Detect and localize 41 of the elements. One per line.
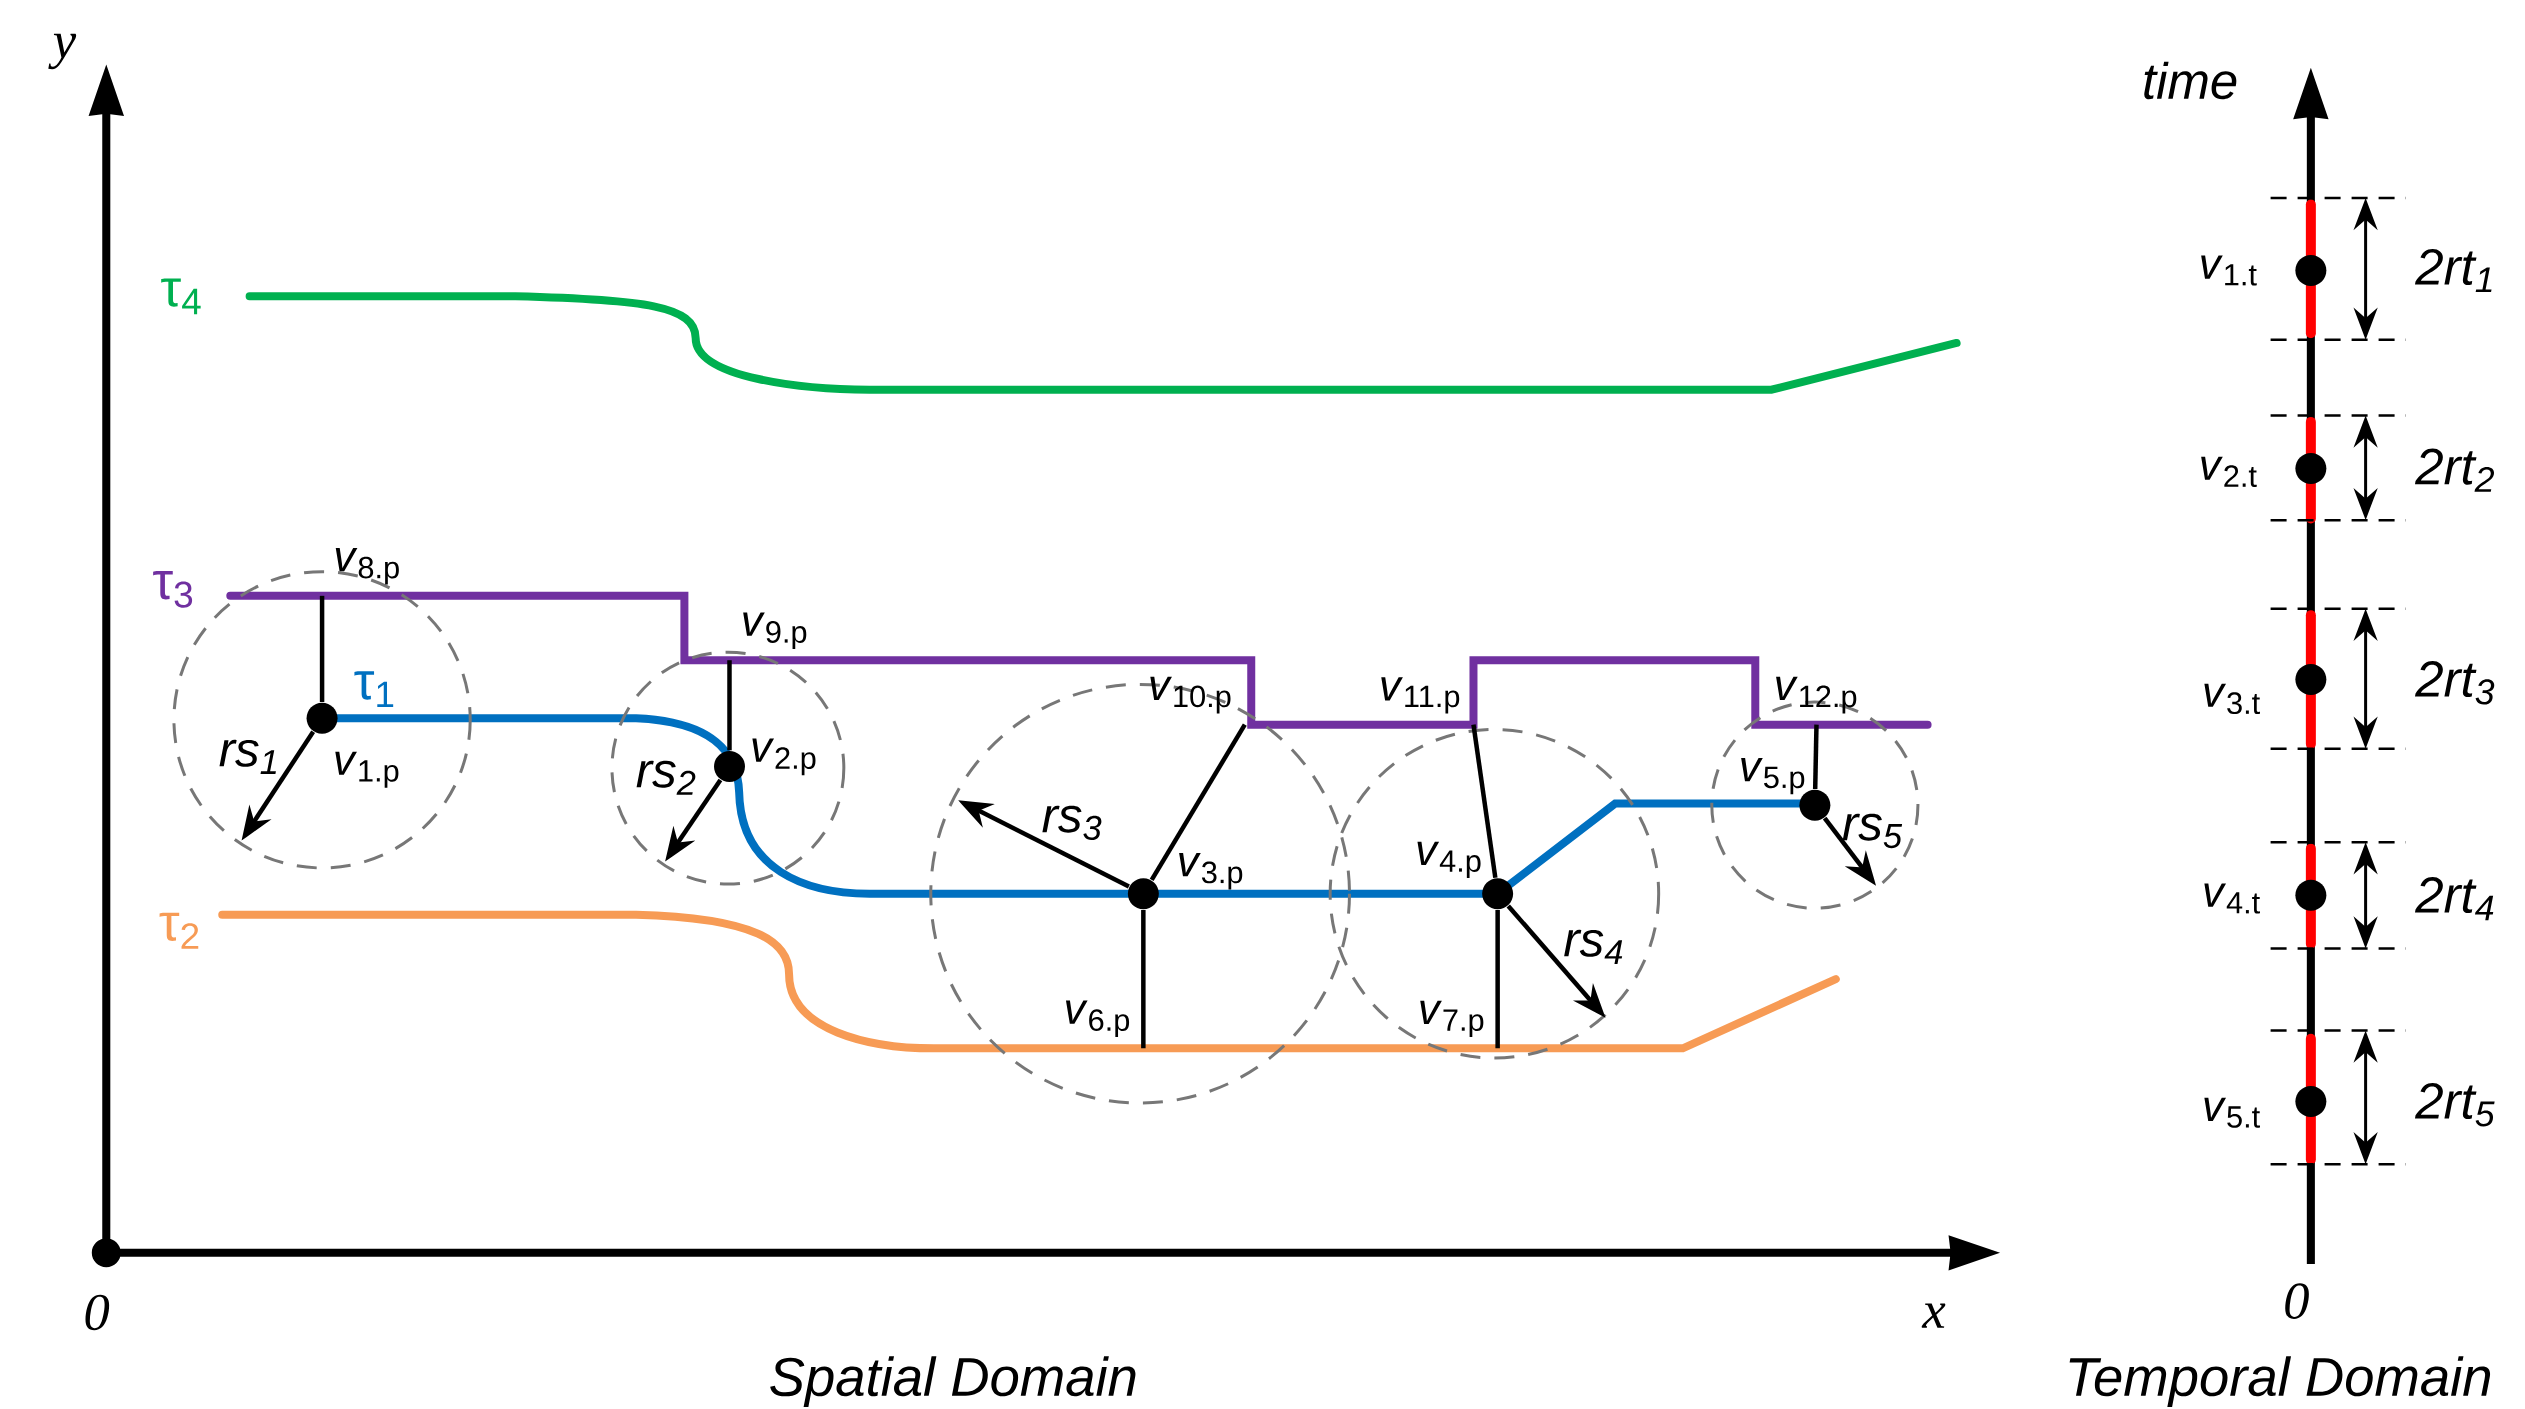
panel-caption: Temporal Domain xyxy=(2069,1356,2491,1408)
connector-line xyxy=(1812,724,1819,789)
connector-line xyxy=(1149,723,1247,881)
point-label: v$_{11.p}$ xyxy=(1381,677,1460,714)
connector-line xyxy=(319,595,325,702)
trajectory-label: τ$_{4}$ xyxy=(161,278,201,315)
edge-label: rs$_{2}$ xyxy=(636,760,696,795)
axis-label: y xyxy=(48,33,77,70)
point-label: v$_{10.p}$ xyxy=(1150,676,1231,714)
point-label: v$_{9.p}$ xyxy=(743,612,807,649)
point-label: v$_{12.p}$ xyxy=(1776,676,1857,714)
connector-line xyxy=(1495,909,1500,1049)
dimension-label: 2rt$_{2}$ xyxy=(2415,448,2494,492)
edge-label: rs$_{3}$ xyxy=(1042,805,1102,841)
connector-line xyxy=(1471,724,1498,878)
point-label: v$_{6.p}$ xyxy=(1065,1000,1130,1038)
vertex-label: v$_{2.t}$ xyxy=(2201,456,2257,487)
axis-label: 0 xyxy=(85,1294,110,1331)
edge-label: rs$_{4}$ xyxy=(1564,929,1623,964)
edge-label: rs$_{5}$ xyxy=(1842,813,1903,849)
panel-caption: Spatial Domain xyxy=(770,1356,1136,1408)
vertex-label: v$_{3.p}$ xyxy=(1179,852,1243,890)
edge-label: rs$_{1}$ xyxy=(219,739,276,774)
axis-label: x xyxy=(1921,1303,1946,1328)
vertex-label: v$_{5.p}$ xyxy=(1741,758,1805,795)
trajectory-label: τ$_{1}$ xyxy=(354,671,394,708)
point-label: v$_{8.p}$ xyxy=(335,548,399,585)
vertex-label: v$_{4.t}$ xyxy=(2204,883,2260,914)
vertex-label: v$_{1.t}$ xyxy=(2201,255,2257,286)
vertex-label: v$_{1.p}$ xyxy=(335,751,399,788)
trajectory-label: τ$_{2}$ xyxy=(159,912,199,949)
vertex-label: v$_{3.t}$ xyxy=(2204,683,2260,715)
connector-line xyxy=(727,660,732,751)
dimension-label: 2rt$_{4}$ xyxy=(2415,876,2494,921)
vertex-label: v$_{4.p}$ xyxy=(1417,841,1481,879)
dimension-label: 2rt$_{1}$ xyxy=(2415,248,2492,293)
point-label: v$_{7.p}$ xyxy=(1420,1000,1484,1038)
vertex-label: v$_{5.t}$ xyxy=(2204,1097,2260,1128)
vertex-label: v$_{2.p}$ xyxy=(752,738,816,776)
connector-line xyxy=(1141,909,1146,1049)
axis-label: 0 xyxy=(2285,1283,2309,1319)
